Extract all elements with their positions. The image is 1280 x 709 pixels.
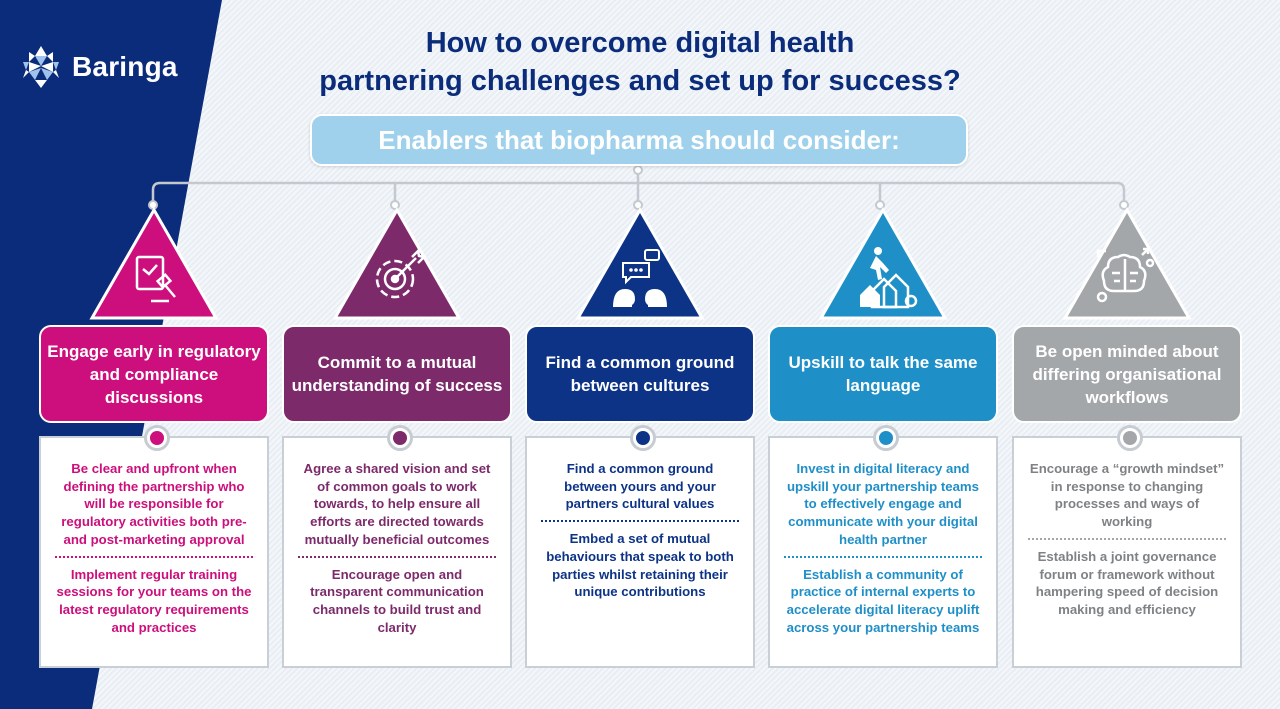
title-line-1: How to overcome digital health	[425, 27, 855, 59]
divider	[298, 555, 496, 558]
baringa-star-icon	[23, 46, 59, 88]
enabler-details-box: Encourage a “growth mindset” in response…	[1012, 425, 1242, 668]
enabler-header: Engage early in regulatory and complianc…	[39, 325, 269, 423]
divider	[784, 555, 982, 558]
enabler-point-1: Encourage a “growth mindset” in response…	[1029, 461, 1225, 530]
bullet-marker	[144, 425, 170, 451]
enabler-point-2: Implement regular training sessions for …	[56, 566, 252, 635]
enabler-header: Be open minded about differing organisat…	[1012, 325, 1242, 423]
enabler-point-2: Establish a community of practice of int…	[786, 566, 980, 635]
bullet-marker	[873, 425, 899, 451]
enabler-details-box: Invest in digital literacy and upskill y…	[768, 425, 998, 668]
enabler-point-2: Establish a joint governance forum or fr…	[1035, 548, 1219, 617]
enabler-details-box: Be clear and upfront when defining the p…	[39, 425, 269, 668]
enabler-header: Commit to a mutual understanding of succ…	[282, 325, 512, 423]
enabler-details-box: Find a common ground between yours and y…	[525, 425, 755, 668]
enabler-point-1: Find a common ground between yours and y…	[564, 461, 716, 512]
bullet-marker	[387, 425, 413, 451]
divider	[1028, 537, 1226, 540]
enablers-banner: Enablers that biopharma should consider:	[310, 114, 968, 166]
enabler-point-1: Invest in digital literacy and upskill y…	[786, 461, 979, 547]
bullet-marker	[1117, 425, 1143, 451]
divider	[55, 555, 253, 558]
brain-workflow-icon	[1062, 207, 1192, 320]
enabler-header: Find a common ground between cultures	[525, 325, 755, 423]
bullet-marker	[630, 425, 656, 451]
enabler-point-2: Encourage open and transparent communica…	[310, 566, 484, 635]
divider	[541, 520, 739, 523]
target-goal-icon	[332, 207, 462, 320]
enabler-point-1: Be clear and upfront when defining the p…	[61, 461, 247, 547]
regulatory-compliance-icon	[89, 207, 219, 320]
page-title: How to overcome digital health partnerin…	[260, 24, 1020, 100]
enabler-header: Upskill to talk the same language	[768, 325, 998, 423]
enabler-point-1: Agree a shared vision and set of common …	[303, 461, 491, 547]
conversation-icon	[575, 207, 705, 320]
upskill-climb-icon	[818, 207, 948, 320]
enabler-details-box: Agree a shared vision and set of common …	[282, 425, 512, 668]
baringa-logo: Baringa	[18, 44, 178, 90]
brand-name: Baringa	[72, 51, 178, 82]
enabler-point-2: Embed a set of mutual behaviours that sp…	[546, 531, 734, 600]
title-line-2: partnering challenges and set up for suc…	[319, 65, 961, 97]
